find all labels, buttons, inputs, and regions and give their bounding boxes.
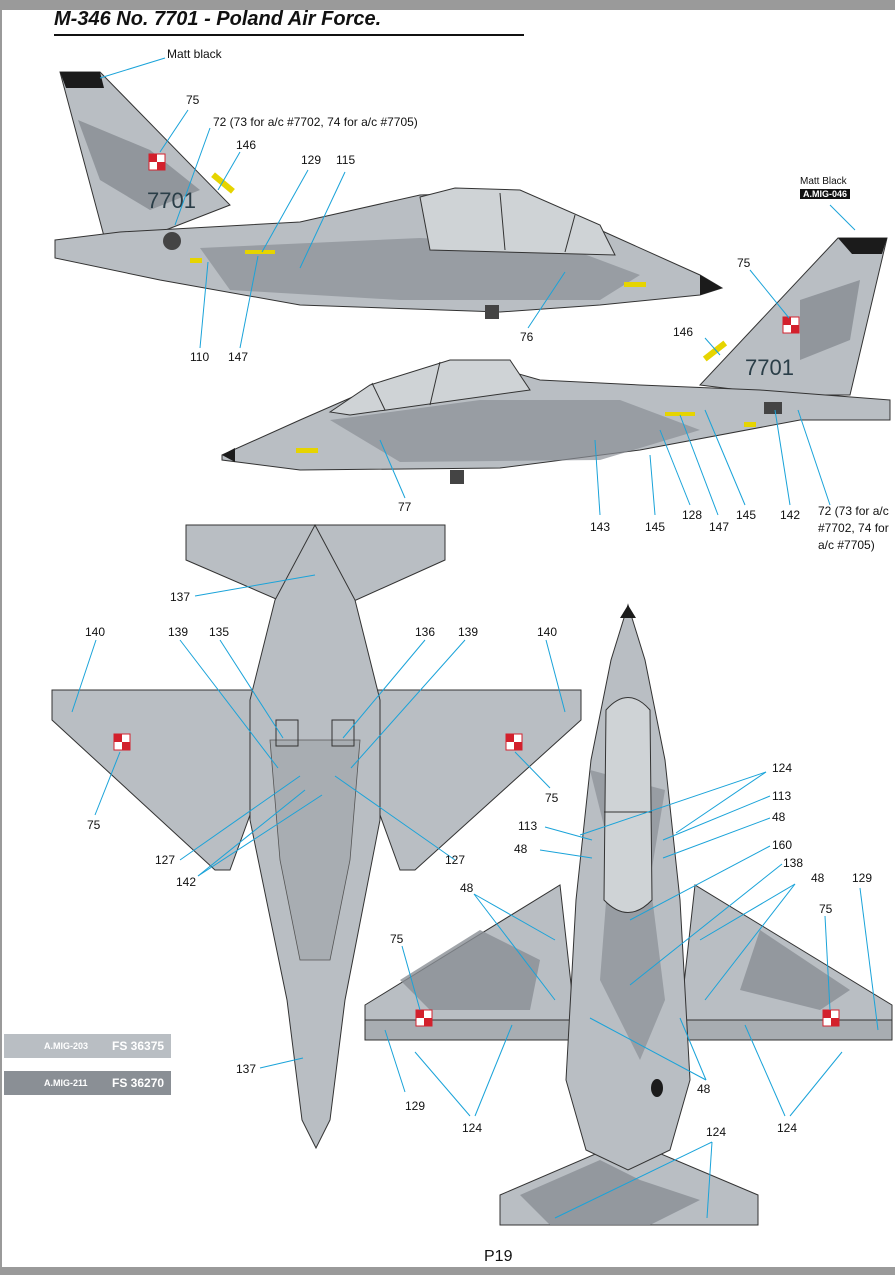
callout-146: 146	[673, 325, 694, 339]
callout-127: 127	[155, 853, 176, 867]
matt-black-callout-right: Matt Black	[800, 176, 847, 187]
callout-72: 72 (73 for a/c #7702, 74 for a/c #7705)	[213, 115, 418, 129]
callout-143: 143	[590, 520, 611, 534]
matt-black-callout: Matt black	[167, 47, 222, 61]
callout-115: 115	[336, 153, 356, 167]
callout-75: 75	[390, 932, 404, 946]
swatch-fs: FS 36270	[112, 1076, 165, 1090]
callout-129: 129	[405, 1099, 426, 1113]
callout-136: 136	[415, 625, 436, 639]
callout-138: 138	[783, 856, 804, 870]
callout-129: 129	[301, 153, 322, 167]
callout-145: 145	[736, 508, 757, 522]
callout-124: 124	[462, 1121, 483, 1135]
swatch-code: A.MIG-211	[44, 1078, 88, 1088]
callout-75: 75	[819, 902, 833, 916]
callout-147: 147	[709, 520, 730, 534]
callout-129: 129	[852, 871, 873, 885]
callout-139: 139	[168, 625, 189, 639]
callout-110: 110	[190, 350, 210, 364]
callout-140: 140	[537, 625, 558, 639]
callout-142: 142	[176, 875, 197, 889]
callout-48: 48	[811, 871, 825, 885]
tail-number-upper: 7701	[147, 188, 196, 213]
callout-48: 48	[514, 842, 528, 856]
callout-137: 137	[236, 1062, 257, 1076]
callout-142: 142	[780, 508, 801, 522]
callout-113: 113	[518, 819, 538, 833]
callout-128: 128	[682, 508, 703, 522]
page-title: M-346 No. 7701 - Poland Air Force.	[54, 8, 382, 30]
callout-75: 75	[186, 93, 200, 107]
fin-tip-matt-black	[60, 72, 104, 88]
callout-75: 75	[737, 256, 751, 270]
callout-145: 145	[645, 520, 666, 534]
callout-160: 160	[772, 838, 793, 852]
callout-147: 147	[228, 350, 249, 364]
callout-75: 75	[545, 791, 559, 805]
callout-140: 140	[85, 625, 106, 639]
page-number: P19	[484, 1248, 513, 1265]
paint-swatch-dark-grey: A.MIG-211 FS 36270	[4, 1071, 171, 1095]
callout-113: 113	[772, 789, 792, 803]
callout-76: 76	[520, 330, 534, 344]
title-underline	[54, 34, 524, 36]
swatch-code: A.MIG-203	[44, 1041, 89, 1051]
paint-code-badge: A.MIG-046	[800, 189, 851, 199]
callout-48: 48	[460, 881, 474, 895]
callout-146: 146	[236, 138, 257, 152]
fin-tip-matt-black-right	[838, 238, 887, 254]
top-plan-view	[364, 603, 893, 1226]
callout-124: 124	[772, 761, 793, 775]
callout-leader-lines	[71, 57, 879, 1219]
callout-124: 124	[706, 1125, 727, 1139]
callout-124: 124	[777, 1121, 798, 1135]
callout-127: 127	[445, 853, 466, 867]
paint-swatch-light-grey: A.MIG-203 FS 36375	[4, 1034, 171, 1058]
callout-137: 137	[170, 590, 191, 604]
callout-48: 48	[697, 1082, 711, 1096]
right-side-profile: 7701	[221, 237, 891, 484]
callout-77: 77	[398, 500, 412, 514]
callout-72: 72 (73 for a/c #7702, 74 for a/c #7705)	[818, 504, 889, 552]
callout-75: 75	[87, 818, 101, 832]
swatch-fs: FS 36375	[112, 1039, 165, 1053]
callout-135: 135	[209, 625, 230, 639]
tail-number-lower: 7701	[745, 355, 794, 380]
underside-plan-view	[51, 523, 582, 1150]
left-side-profile: 7701	[54, 71, 724, 319]
callout-139: 139	[458, 625, 479, 639]
callout-48: 48	[772, 810, 786, 824]
